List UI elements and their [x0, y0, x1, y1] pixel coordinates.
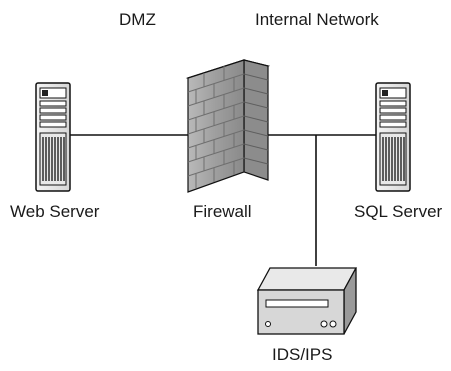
ids-ips-label: IDS/IPS — [272, 345, 333, 364]
ids-ips-icon — [256, 267, 358, 335]
web-server-icon — [35, 82, 71, 192]
zone-label-dmz: DMZ — [119, 10, 156, 29]
sql-server-icon — [375, 82, 411, 192]
connections — [62, 134, 376, 266]
firewall-label: Firewall — [193, 202, 252, 221]
firewall-icon — [185, 59, 271, 193]
sql-server-label: SQL Server — [354, 202, 443, 221]
web-server-label: Web Server — [10, 202, 100, 221]
zone-label-internal-network: Internal Network — [255, 10, 379, 29]
